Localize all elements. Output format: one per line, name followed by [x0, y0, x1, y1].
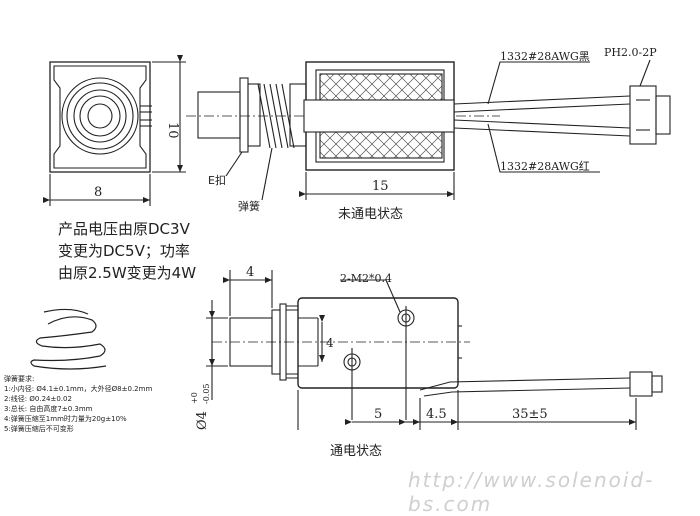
voltage-note-line3: 由原2.5W变更为4W [58, 264, 197, 282]
spring-label: 弹簧 [238, 199, 260, 213]
spring-spec-item: 4:弹簧压缩至1mm时力量为20g±10% [4, 415, 127, 423]
hole-spacing-dim: 5 [374, 407, 382, 422]
wire-black-label: 1332#28AWG黑 [500, 50, 590, 63]
bottom-side-view [206, 270, 663, 430]
hole-edge-dim: 4.5 [426, 407, 447, 422]
hole-callout: 2-M2*0.4 [340, 272, 392, 285]
end-view [43, 55, 186, 206]
voltage-note: 产品电压由原DC3V 变更为DC5V；功率 由原2.5W变更为4W [58, 218, 258, 284]
spring-spec-item: 2:线径: Ø0.24±0.02 [4, 395, 72, 403]
spring-spec-item: 5:弹簧压缩后不可变形 [4, 425, 74, 433]
spring-sketch [30, 308, 107, 370]
e-clip-label: E扣 [208, 173, 226, 187]
caption-unpowered: 未通电状态 [338, 207, 403, 222]
spring-spec: 弹簧要求: 1:小内径: Ø4.1±0.1mm，大外径Ø8±0.2mm 2:线径… [4, 374, 204, 434]
lead-length-dim: 35±5 [512, 407, 548, 422]
diameter-tol-lower: -0.05 [202, 383, 211, 404]
top-side-view [186, 59, 671, 201]
spring-spec-title: 弹簧要求: [4, 375, 35, 383]
body-inner-dim: 4 [326, 336, 334, 350]
voltage-note-line1: 产品电压由原DC3V [58, 220, 190, 238]
connector-label: PH2.0-2P [604, 46, 657, 59]
body-length-dim: 15 [372, 179, 389, 194]
voltage-note-line2: 变更为DC5V；功率 [58, 242, 190, 260]
caption-powered: 通电状态 [330, 444, 382, 459]
spring-spec-item: 3:总长: 自由高度7±0.3mm [4, 405, 93, 413]
watermark: http://www.solenoid-bs.com [408, 468, 655, 516]
solenoid-drawing: 8 10 [30, 46, 671, 459]
shaft-length-dim: 4 [246, 265, 254, 280]
diameter-dim: Ø4 [195, 411, 210, 430]
end-view-height-dim: 10 [165, 122, 180, 139]
diameter-tol-upper: +0 [190, 392, 199, 404]
wire-red-label: 1332#28AWG红 [500, 160, 590, 173]
end-view-width-dim: 8 [94, 185, 102, 200]
spring-spec-item: 1:小内径: Ø4.1±0.1mm，大外径Ø8±0.2mm [4, 385, 153, 393]
